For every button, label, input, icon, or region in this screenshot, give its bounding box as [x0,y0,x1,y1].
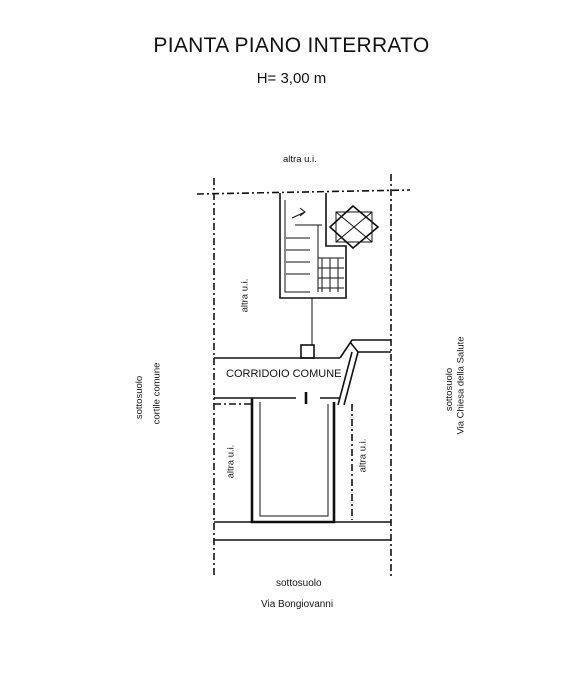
pillar [300,344,315,359]
label-right-side-line2: Via Chiesa della Salute [455,336,467,435]
label-left-side-line2: cortile comune [151,362,163,425]
label-lower-left-neighbor: altra u.i. [225,444,237,479]
label-top-neighbor: altra u.i. [283,154,317,165]
floor-height: H= 3,00 m [256,70,327,87]
label-lower-right-neighbor: altra u.i. [357,438,369,473]
label-corridor: CORRIDOIO COMUNE [226,368,342,380]
label-bottom-line1: sottosuolo [276,578,322,589]
cantina-inner [259,402,329,517]
boundary-top [196,189,411,195]
label-upper-left-neighbor: altra u.i. [239,278,251,313]
label-left-side-line1: sottosuolo [134,375,146,420]
stair-block-walls [279,193,347,299]
stair-arrow [291,207,306,219]
label-bottom-line2: Via Bongiovanni [261,599,334,610]
corridor-slant-wall [337,351,359,406]
cantina-walls [250,398,336,524]
corridor-right-wall [339,339,391,359]
page-title: PIANTA PIANO INTERRATO [153,34,430,57]
stair-treads [286,237,344,292]
shaft-symbol [328,204,380,250]
label-right-side-line1: sottosuolo [444,367,456,412]
